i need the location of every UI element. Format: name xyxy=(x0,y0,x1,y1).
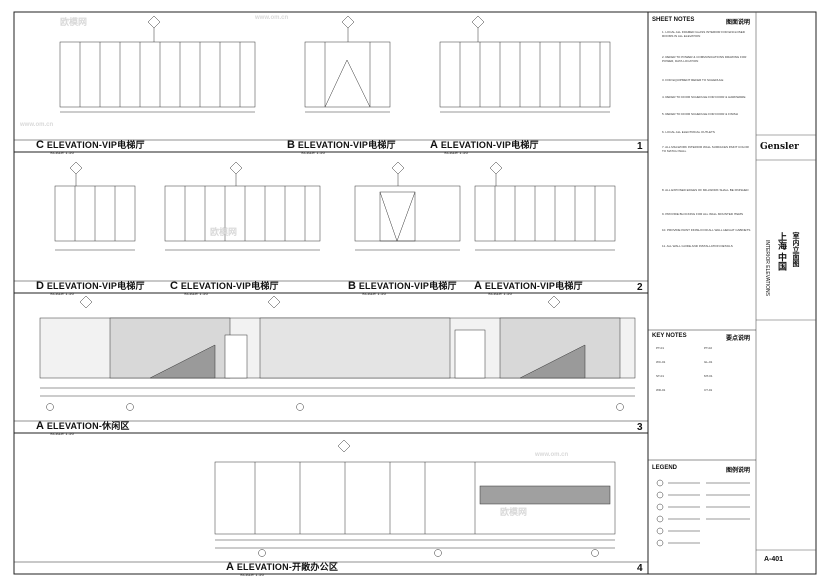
elevation-label: C ELEVATION-VIP电梯厅 SCALE 1:50 xyxy=(170,280,279,296)
band-number: 4 xyxy=(637,563,643,574)
elevation-label: D ELEVATION-VIP电梯厅 SCALE 1:50 xyxy=(36,280,145,296)
elevation-label: C ELEVATION-VIP电梯厅 SCALE 1:50 xyxy=(36,139,145,155)
key-row: ST-01 xyxy=(656,374,665,378)
band-number: 1 xyxy=(637,141,643,152)
key-row: GL-01 xyxy=(704,360,713,364)
note-item: 1. LOCAL ALL FRAMED GLASS INTERIOR FOR E… xyxy=(662,30,745,38)
watermark-url: www.om.cn xyxy=(535,452,569,458)
key-row: PT-01 xyxy=(656,346,665,350)
sheet-notes-heading: SHEET NOTES xyxy=(652,17,695,23)
project-title-cn: 上海 中国 xyxy=(777,232,787,271)
elevation-label: A ELEVATION-VIP电梯厅 SCALE 1:50 xyxy=(430,139,539,155)
key-row: PT-02 xyxy=(704,346,713,350)
note-item: 9. PROVIDE BLOCKING FOR ALL WALL MOUNTED… xyxy=(662,212,744,216)
key-notes-heading: KEY NOTES xyxy=(652,333,687,339)
key-row: WC-01 xyxy=(656,360,666,364)
watermark-text: 欧模网 xyxy=(60,17,88,27)
watermark-url: www.om.cn xyxy=(255,15,289,21)
note-item: 6. LOCAL ALL ELECTRICAL OUTLETS xyxy=(662,130,715,134)
note-item: 7. ALL MILLWORK INTERIOR WALL SURFACES P… xyxy=(662,145,749,153)
row3-elevation-a xyxy=(39,295,636,411)
note-item: 5. REFER TO DOOR SCHEDULE FOR DOOR & FIN… xyxy=(662,112,738,116)
note-item: 8. ALL EXPOSED EDGES OF MILLWORK SHALL B… xyxy=(662,188,749,192)
note-item: 10. PROVIDE PAINT FINISH FOR ALL WALL HE… xyxy=(662,228,751,232)
firm-logo: Gensler xyxy=(760,142,799,152)
row4-elevation-a xyxy=(214,439,616,557)
sheet-code: A-401 xyxy=(764,556,784,563)
row1-elevation-b xyxy=(304,15,391,113)
row2-elevation-b xyxy=(354,161,461,251)
drawing-title-cn: 室内立面图 xyxy=(792,232,799,267)
row1-elevation-a xyxy=(439,15,611,113)
sheet-notes-heading-cn: 图面说明 xyxy=(726,20,751,26)
legend-heading: LEGEND xyxy=(652,465,678,471)
elevation-label: A ELEVATION-开敞办公区 SCALE 1:50 xyxy=(226,561,339,577)
note-item: 2. REFER TO POWER & COMMUNICATIONS DRAWI… xyxy=(662,55,747,63)
key-row: MT-01 xyxy=(704,374,713,378)
drawing-title-en: INTERIOR ELEVATIONS xyxy=(764,240,770,296)
watermark-text: 欧模网 xyxy=(210,227,238,237)
note-item: 11. ALL WALL GUIDE AND INSTALLATION DETA… xyxy=(662,244,733,248)
row2-elevation-a xyxy=(474,161,616,251)
elevation-label: B ELEVATION-VIP电梯厅 SCALE 1:50 xyxy=(287,139,396,155)
band-number: 2 xyxy=(637,282,643,293)
watermark-text: 欧模网 xyxy=(500,507,528,517)
key-row: CT-01 xyxy=(704,388,713,392)
row2-elevation-c xyxy=(164,161,321,251)
key-row: WD-01 xyxy=(656,388,666,392)
row2-elevation-d xyxy=(54,161,136,251)
key-notes-heading-cn: 要点说明 xyxy=(726,336,751,342)
note-item: 3. FOR EQUIPMENT REFER TO SCHEDULE xyxy=(662,78,724,82)
band-number: 3 xyxy=(637,422,643,433)
legend-heading-cn: 图例说明 xyxy=(726,468,751,474)
elevation-label: A ELEVATION-VIP电梯厅 SCALE 1:50 xyxy=(474,280,583,296)
row1-elevation-c xyxy=(59,15,256,113)
note-item: 4. REFER TO DOOR SCHEDULE FOR DOOR & HAR… xyxy=(662,95,746,99)
elevation-label: A ELEVATION-休闲区 SCALE 1:50 xyxy=(36,420,130,436)
watermark-url: www.om.cn xyxy=(20,122,54,128)
elevation-label: B ELEVATION-VIP电梯厅 SCALE 1:50 xyxy=(348,280,457,296)
